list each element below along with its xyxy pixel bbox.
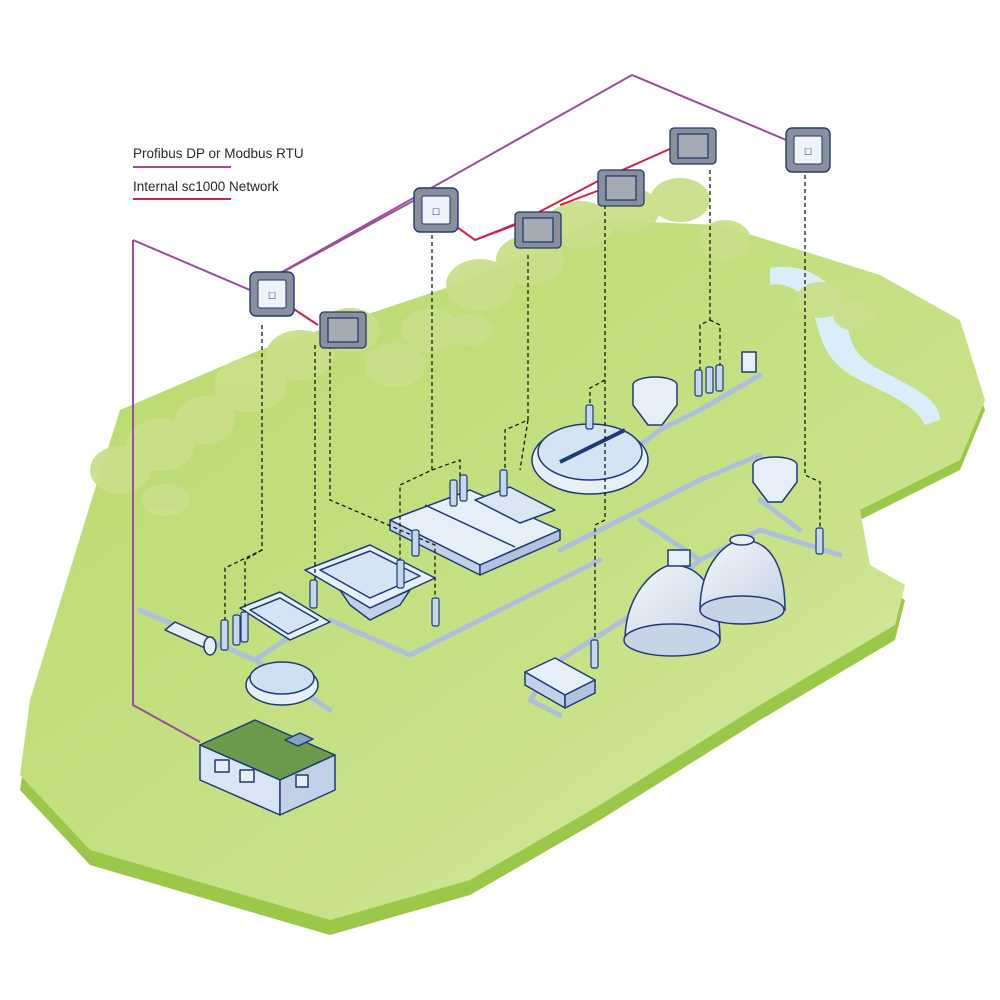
- control-building-icon[interactable]: [199, 719, 336, 816]
- sc1000-controller-display-icon: ☐: [249, 271, 295, 317]
- secondary-clarifier-icon[interactable]: [531, 423, 649, 495]
- legend-label-internal: Internal sc1000 Network: [133, 179, 279, 194]
- clarifier-small-icon[interactable]: [245, 661, 319, 706]
- legend-label-fieldbus: Profibus DP or Modbus RTU: [133, 146, 304, 161]
- legend-swatch-internal: [133, 198, 231, 200]
- legend-swatch-fieldbus: [133, 166, 231, 168]
- sc1000-probe-module-icon: [319, 311, 367, 349]
- svg-text:☐: ☐: [268, 291, 276, 301]
- sensor-probe-icon[interactable]: [220, 364, 824, 669]
- grit-channel-icon[interactable]: [239, 591, 331, 641]
- sc1000-controller-display-icon: ☐: [785, 127, 831, 173]
- sc1000-probe-module-icon: [597, 169, 645, 207]
- sc1000-probe-modules[interactable]: [319, 127, 717, 349]
- sc1000-probe-module-icon: [669, 127, 717, 165]
- digester-dome-icon[interactable]: [623, 534, 786, 657]
- svg-text:☐: ☐: [432, 207, 440, 217]
- equipment: [164, 351, 798, 816]
- sc1000-probe-module-icon: [514, 211, 562, 249]
- inlet-screen-icon[interactable]: [164, 621, 217, 656]
- silo-hopper-icon[interactable]: [632, 376, 798, 503]
- field-cabinet-icon[interactable]: [741, 351, 757, 373]
- primary-tank-icon[interactable]: [304, 544, 436, 621]
- chp-engine-icon[interactable]: [524, 657, 596, 709]
- svg-text:☐: ☐: [804, 147, 812, 157]
- sc1000-controllers[interactable]: ☐ ☐ ☐: [249, 127, 831, 317]
- sensor-drops: [224, 170, 821, 640]
- sc1000-controller-display-icon: ☐: [413, 187, 459, 233]
